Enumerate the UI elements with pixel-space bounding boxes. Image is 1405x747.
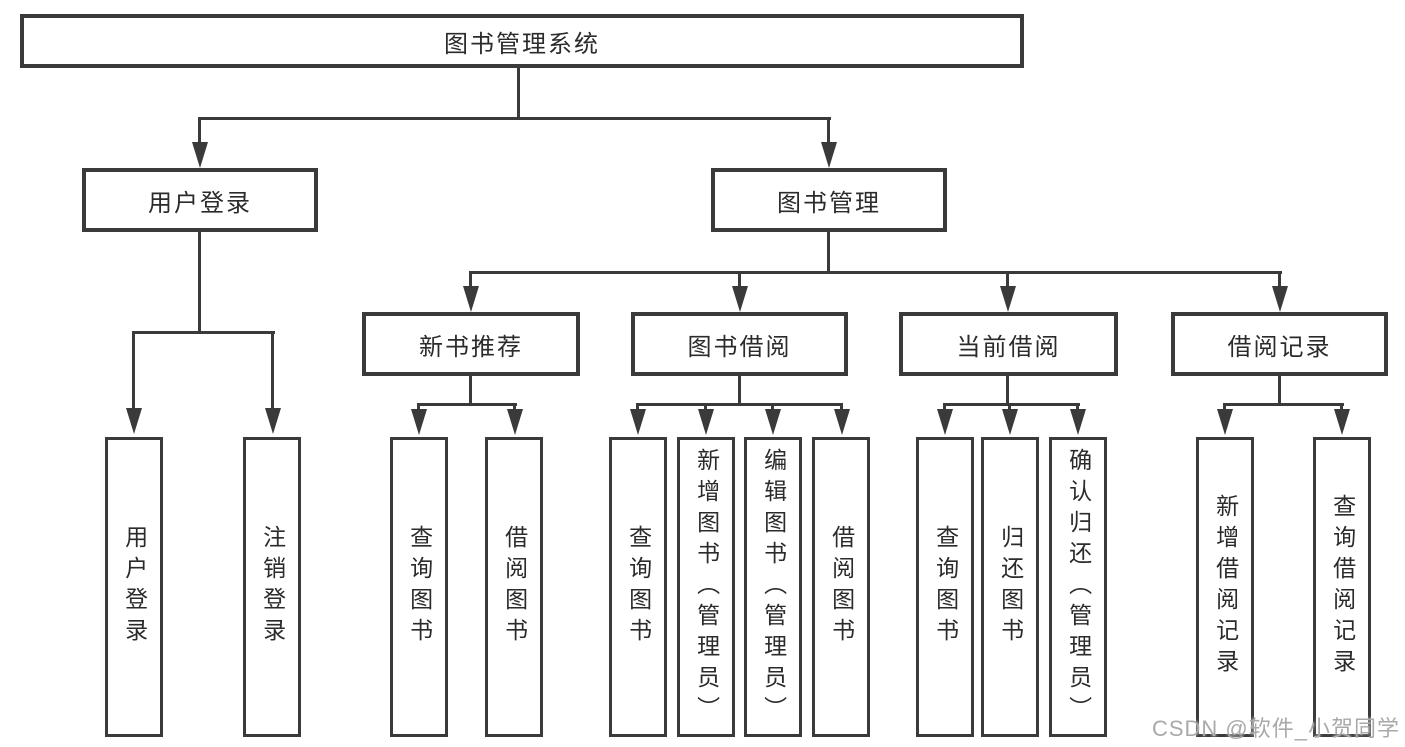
arrow-down-icon: [1334, 409, 1350, 435]
connector-line: [1223, 403, 1344, 406]
leaf-borrow-books-recommend: 借阅图书: [485, 437, 543, 737]
arrow-down-icon: [126, 408, 142, 434]
arrow-down-icon: [411, 409, 427, 435]
arrow-down-icon: [1272, 286, 1288, 312]
node-root: 图书管理系统: [20, 14, 1024, 68]
node-label: 用户登录: [148, 189, 252, 217]
node-book-management: 图书管理: [711, 168, 947, 232]
arrow-down-icon: [834, 409, 850, 435]
arrow-down-icon: [265, 408, 281, 434]
connector-line: [1278, 375, 1281, 405]
connector-line: [271, 331, 274, 410]
connector-line: [417, 403, 517, 406]
connector-line: [827, 231, 830, 273]
arrow-down-icon: [732, 286, 748, 312]
connector-line: [943, 403, 1080, 406]
arrow-down-icon: [1002, 409, 1018, 435]
arrow-down-icon: [1217, 409, 1233, 435]
connector-line: [704, 403, 707, 412]
node-current-borrowing: 当前借阅: [899, 312, 1118, 376]
connector-line: [1008, 403, 1011, 412]
connector-line: [636, 403, 639, 412]
leaf-query-books-recommend: 查询图书: [390, 437, 448, 737]
node-label: 确认归还（管理员）: [1065, 447, 1092, 727]
connector-line: [513, 403, 516, 412]
connector-line: [198, 117, 831, 120]
watermark-csdn: CSDN @软件_小贺同学: [1151, 716, 1400, 741]
connector-line: [738, 375, 741, 405]
connector-line: [1223, 403, 1226, 412]
connector-line: [469, 375, 472, 405]
node-label: 查询图书: [406, 525, 433, 649]
leaf-query-books-borrowing: 查询图书: [609, 437, 667, 737]
node-book-borrowing: 图书借阅: [631, 312, 848, 376]
connector-line: [132, 331, 135, 410]
node-label: 新增图书（管理员）: [693, 447, 720, 727]
connector-line: [1006, 271, 1009, 289]
arrow-down-icon: [630, 409, 646, 435]
connector-line: [827, 117, 830, 145]
connector-line: [1006, 375, 1009, 405]
node-label: 新书推荐: [419, 333, 523, 361]
node-label: 查询图书: [932, 525, 959, 649]
node-label: 借阅图书: [828, 525, 855, 649]
connector-line: [840, 403, 843, 412]
arrow-down-icon: [192, 142, 208, 168]
node-label: 借阅图书: [501, 525, 528, 649]
leaf-edit-book-admin: 编辑图书（管理员）: [744, 437, 802, 737]
arrow-down-icon: [698, 409, 714, 435]
node-label: 新增借阅记录: [1212, 494, 1239, 680]
node-label: 图书借阅: [687, 333, 792, 361]
connector-line: [198, 117, 201, 145]
node-label: 注销登录: [259, 525, 286, 649]
leaf-return-book: 归还图书: [981, 437, 1039, 737]
connector-line: [469, 271, 1282, 274]
connector-line: [738, 271, 741, 289]
connector-line: [1076, 403, 1079, 412]
leaf-add-book-admin: 新增图书（管理员）: [677, 437, 735, 737]
leaf-logout: 注销登录: [243, 437, 301, 737]
node-label: 图书管理系统: [444, 30, 600, 58]
arrow-down-icon: [463, 286, 479, 312]
connector-line: [943, 403, 946, 412]
node-label: 借阅记录: [1227, 333, 1332, 361]
leaf-query-books-current: 查询图书: [916, 437, 974, 737]
arrow-down-icon: [507, 409, 523, 435]
node-label: 当前借阅: [956, 333, 1061, 361]
arrow-down-icon: [1000, 286, 1016, 312]
node-label: 查询图书: [625, 525, 652, 649]
connector-line: [1278, 271, 1281, 289]
connector-line: [1340, 403, 1343, 412]
arrow-down-icon: [1070, 409, 1086, 435]
leaf-borrow-books-borrowing: 借阅图书: [812, 437, 870, 737]
connector-line: [132, 331, 275, 334]
arrow-down-icon: [937, 409, 953, 435]
node-label: 查询借阅记录: [1329, 494, 1356, 680]
node-user-login: 用户登录: [82, 168, 318, 232]
leaf-add-borrow-record: 新增借阅记录: [1196, 437, 1254, 737]
node-label: 归还图书: [997, 525, 1024, 649]
connector-line: [198, 231, 201, 333]
leaf-confirm-return-admin: 确认归还（管理员）: [1049, 437, 1107, 737]
arrow-down-icon: [821, 142, 837, 168]
node-label: 图书管理: [777, 189, 881, 217]
connector-line: [771, 403, 774, 412]
leaf-user-login: 用户登录: [105, 437, 163, 737]
arrow-down-icon: [765, 409, 781, 435]
node-label: 编辑图书（管理员）: [760, 447, 787, 727]
connector-line: [417, 403, 420, 412]
connector-line: [517, 66, 520, 119]
node-label: 用户登录: [121, 525, 148, 649]
node-borrowing-records: 借阅记录: [1171, 312, 1388, 376]
node-new-book-recommend: 新书推荐: [362, 312, 580, 376]
connector-line: [636, 403, 843, 406]
leaf-query-borrow-record: 查询借阅记录: [1313, 437, 1371, 737]
connector-line: [469, 271, 472, 289]
